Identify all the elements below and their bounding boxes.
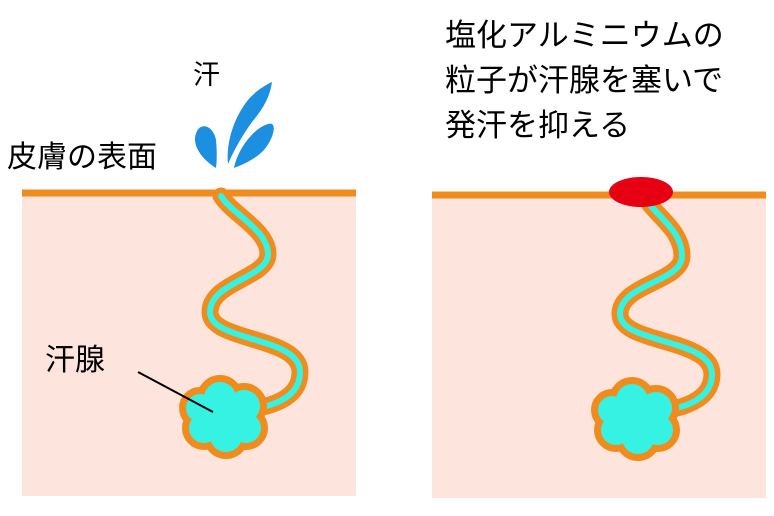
skin-block-left xyxy=(22,193,356,496)
gland-leader-line xyxy=(137,371,214,413)
sweat-gland-left xyxy=(186,382,261,452)
sweat-gland-label: 汗腺 xyxy=(45,343,105,378)
sweat-drops-icon xyxy=(195,82,274,168)
caption-line-1: 塩化アルミニウムの xyxy=(445,18,724,54)
sweat-label: 汗 xyxy=(193,60,220,91)
aluminum-chloride-plug xyxy=(609,177,673,207)
skin-block-right xyxy=(432,195,766,498)
caption-line-3: 発汗を抑える xyxy=(445,108,631,144)
sweat-gland-right xyxy=(598,384,673,454)
caption-line-2: 粒子が汗腺を塞いで xyxy=(445,63,724,99)
skin-surface-label: 皮膚の表面 xyxy=(7,140,157,175)
left-panel xyxy=(22,82,356,496)
right-panel xyxy=(432,177,766,498)
explanation-caption: 塩化アルミニウムの 粒子が汗腺を塞いで 発汗を抑える xyxy=(445,14,724,149)
